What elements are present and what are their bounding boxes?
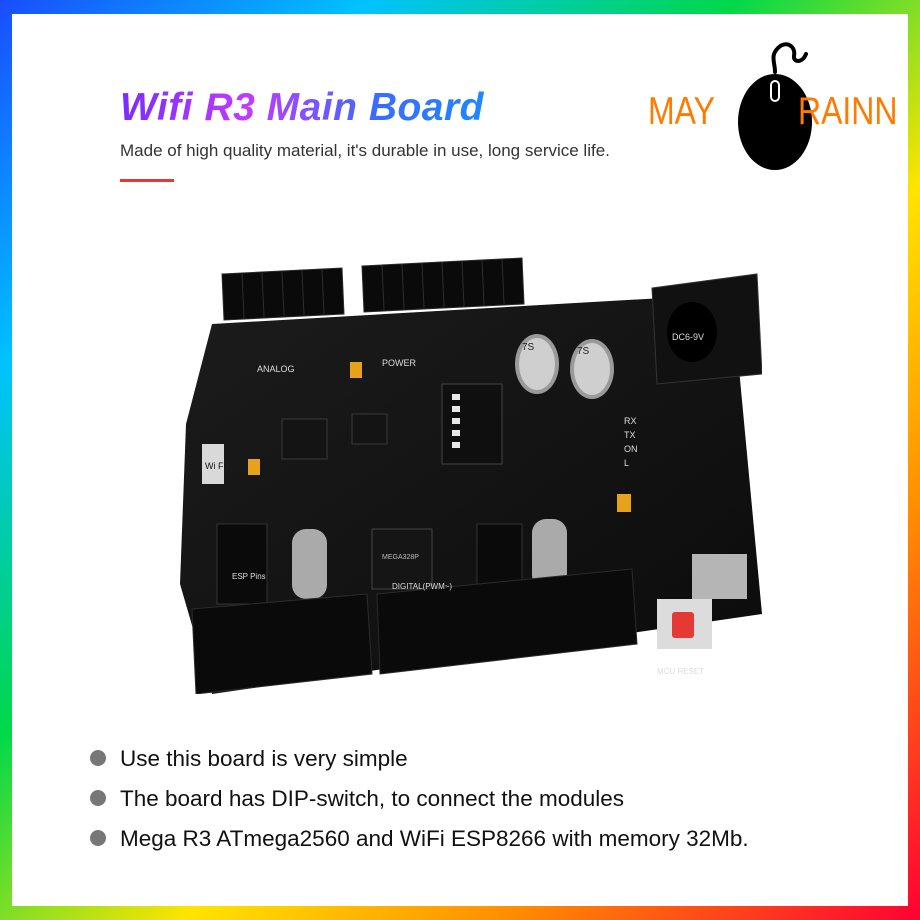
svg-text:MEGA328P: MEGA328P	[382, 554, 419, 561]
list-item: Use this board is very simple	[90, 740, 749, 780]
svg-text:RX: RX	[624, 416, 637, 426]
page-title: Wifi R3 Main Board	[120, 86, 484, 129]
top-header-left	[221, 267, 345, 321]
bullet-icon	[90, 830, 106, 846]
title-accent-line	[120, 179, 174, 182]
svg-text:ESP Pins: ESP Pins	[232, 572, 266, 581]
circuit-board-image: 7S 7S ANALOG POWER DC6-9V RX TX ON L Wi …	[180, 257, 763, 695]
list-item: The board has DIP-switch, to connect the…	[90, 780, 749, 820]
feature-text: Mega R3 ATmega2560 and WiFi ESP8266 with…	[120, 826, 749, 851]
svg-text:Wi Fi: Wi Fi	[205, 461, 226, 471]
svg-text:MCU RESET: MCU RESET	[657, 667, 704, 676]
svg-text:POWER: POWER	[382, 358, 417, 368]
feature-list: Use this board is very simple The board …	[90, 740, 749, 860]
product-card: Wifi R3 Main Board Made of high quality …	[12, 14, 908, 906]
feature-text: Use this board is very simple	[120, 746, 408, 771]
brand-logo: MAY RAINN	[640, 22, 910, 172]
bullet-icon	[90, 790, 106, 806]
svg-text:DIGITAL(PWM~): DIGITAL(PWM~)	[392, 582, 452, 591]
brand-right-text: RAINN	[798, 90, 898, 133]
capacitors: 7S 7S	[515, 334, 614, 399]
brand-left-text: MAY	[648, 90, 715, 133]
svg-text:ANALOG: ANALOG	[257, 364, 295, 374]
bullet-icon	[90, 750, 106, 766]
page-subtitle: Made of high quality material, it's dura…	[120, 141, 610, 160]
computer-mouse-icon	[738, 42, 812, 170]
svg-text:DC6-9V: DC6-9V	[672, 332, 704, 342]
svg-text:TX: TX	[624, 430, 636, 440]
svg-text:7S: 7S	[577, 346, 590, 357]
list-item: Mega R3 ATmega2560 and WiFi ESP8266 with…	[90, 820, 749, 860]
svg-text:ON: ON	[624, 444, 638, 454]
top-header-right	[361, 257, 525, 313]
feature-text: The board has DIP-switch, to connect the…	[120, 786, 625, 811]
product-image: 7S 7S ANALOG POWER DC6-9V RX TX ON L Wi …	[172, 254, 763, 695]
svg-text:L: L	[624, 458, 629, 468]
svg-text:7S: 7S	[522, 342, 535, 353]
